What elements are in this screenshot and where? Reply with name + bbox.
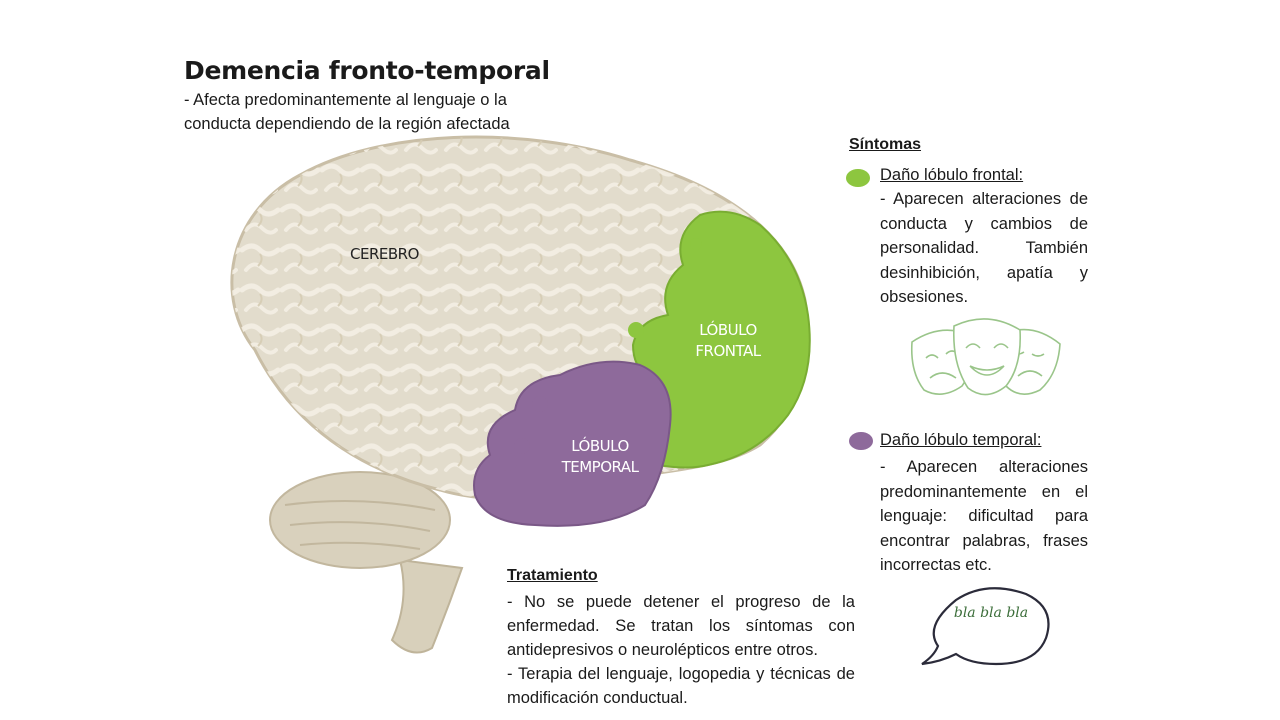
temporal-lobe (473, 360, 672, 527)
brain-illustration (230, 135, 811, 654)
speech-bubble-text: bla bla bla (953, 605, 1029, 621)
temporal-damage-title: Daño lóbulo temporal: (880, 431, 1042, 449)
frontal-damage-title: Daño lóbulo frontal: (880, 166, 1024, 184)
treatment-heading: Tratamiento (507, 567, 598, 584)
speech-bubble-icon (921, 587, 1050, 666)
frontal-legend-dot (846, 169, 870, 187)
frontal-lobe (631, 210, 811, 469)
treatment-body: - No se puede detener el progreso de la … (507, 590, 855, 710)
symptoms-heading: Síntomas (849, 136, 922, 153)
page-subtitle: - Afecta predominantemente al lenguaje o… (184, 91, 510, 133)
temporal-legend-dot (849, 432, 873, 450)
brain-stem (390, 558, 464, 654)
treatment-line-1: - No se puede detener el progreso de la … (507, 593, 855, 659)
frontal-lobe-label: LÓBULO FRONTAL (695, 321, 761, 360)
treatment-line-2: - Terapia del lenguaje, logopedia y técn… (507, 665, 855, 707)
temporal-damage-description: - Aparecen alteraciones predominantement… (880, 458, 1088, 574)
temporal-lobe-label: LÓBULO TEMPORAL (561, 437, 639, 476)
cerebro-label: CEREBRO (350, 245, 419, 263)
theater-masks-icon (910, 318, 1061, 396)
frontal-damage-description: - Aparecen alteraciones de conducta y ca… (880, 190, 1088, 306)
page-title: Demencia fronto-temporal (184, 56, 550, 85)
